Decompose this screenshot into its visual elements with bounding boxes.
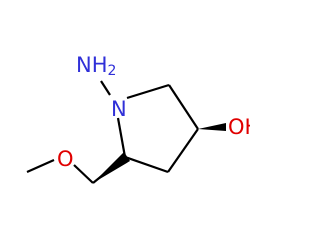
bond-c2-c3 — [168, 84, 199, 130]
wedge-bond-c5-ch2 — [93, 152, 130, 183]
molecule-canvas: NH2 N OH O — [26, 53, 250, 184]
amino-label-main: NH — [76, 53, 108, 77]
bond-n-c2 — [126, 83, 170, 100]
bond-ch2-o — [73, 164, 94, 184]
bond-c5-n — [116, 117, 127, 158]
bond-amino-n — [100, 80, 111, 96]
bond-c3-c4 — [167, 128, 199, 173]
bond-o-ch3 — [26, 158, 55, 174]
bond-c4-c5 — [124, 155, 169, 174]
wedge-bond-c3-oh — [198, 123, 226, 131]
ring-nitrogen-label: N — [111, 97, 127, 121]
hydroxyl-label: OH — [228, 115, 250, 139]
amino-label: NH2 — [76, 53, 116, 79]
ether-oxygen-label: O — [57, 147, 74, 171]
amino-label-subscript: 2 — [108, 63, 117, 79]
structure-diagram: NH2 N OH O — [26, 53, 250, 184]
